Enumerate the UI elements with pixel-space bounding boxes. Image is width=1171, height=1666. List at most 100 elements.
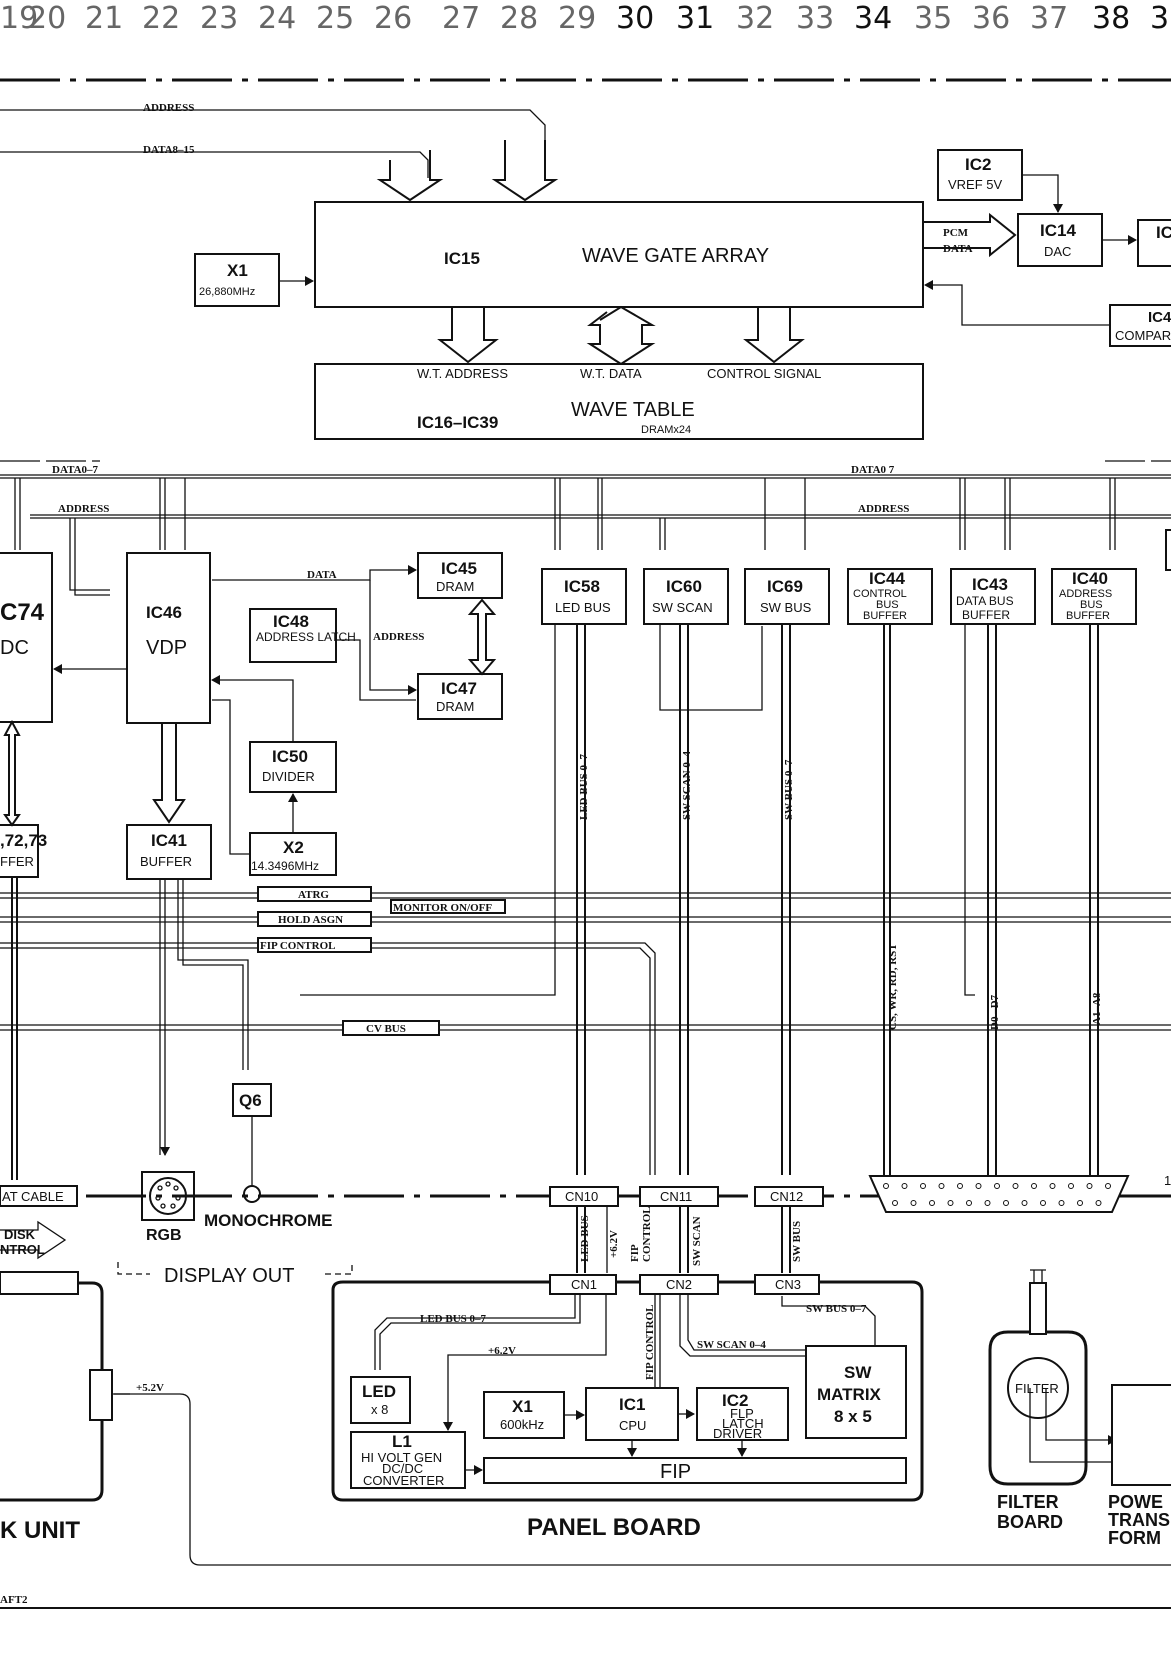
ruler-29: 29 [558,1,596,36]
dsub-pin [1095,1200,1102,1206]
dsub-pin [883,1183,889,1189]
ic74-id: C74 [0,599,45,626]
disk-label-2: NTROL [0,1242,45,1257]
sw-matrix-id: SW [844,1363,872,1382]
d-sub-connector[interactable] [868,1175,1130,1213]
pcm-label-1: PCM [943,227,969,239]
control-lines: ATRG MONITOR ON/OFF HOLD ASGN FIP CONTRO… [0,886,1171,1175]
q6-box [232,1083,272,1117]
ruler-33: 33 [796,1,834,36]
atrg-label: ATRG [298,889,329,901]
ic2-panel-id: IC2 [722,1391,748,1410]
monochrome-label: MONOCHROME [204,1211,332,1230]
dsub-pin [892,1200,898,1206]
comparator-sub: COMPAR [1115,328,1171,343]
ruler-37: 37 [1030,1,1068,36]
ruler-36: 36 [972,1,1010,36]
ic50-box [249,741,337,793]
address-bus-vertical [1089,624,1099,1175]
cn2-connector[interactable] [639,1274,719,1295]
ic58-sub: LED BUS [555,600,611,615]
cn3-connector[interactable] [754,1274,820,1295]
ic44-sub2: BUS [876,599,899,611]
cn1-connector[interactable] [549,1274,617,1295]
filter-board-title-2: BOARD [997,1512,1063,1532]
control-arrow [743,307,805,364]
fip-control-label: FIP CONTROL [260,940,335,952]
ic7173-box [0,824,39,878]
dsub-pin [1077,1200,1083,1206]
wavetable-id: IC16–IC39 [417,413,498,432]
dsub-pin [901,1183,908,1189]
x1-id: X1 [227,261,248,280]
ic2-panel-sub2: LATCH [722,1416,764,1431]
ruler-21: 21 [85,1,123,36]
ruler-22: 22 [142,1,180,36]
data07-label-right: DATA0 7 [851,464,895,476]
power-title-1: POWE [1108,1492,1163,1512]
ic47-id: IC47 [441,679,477,698]
comparator-id: IC4 [1148,309,1171,326]
sw-scan-panel-label: SW SCAN 0–4 [697,1339,766,1351]
ic48-id: IC48 [273,612,309,631]
address-bus-label: ADDRESS [143,102,194,114]
data-address-buses: DATA0–7 DATA0 7 ADDRESS ADDRESS [0,464,1171,596]
ic69-sub: SW BUS [760,600,812,615]
dsub-pin [1105,1183,1111,1189]
x1-panel-box [483,1391,565,1439]
ic41-box [126,824,212,880]
page-one-label: 1 [1164,1173,1171,1188]
ruler-27: 27 [442,1,480,36]
monochrome-jack[interactable] [243,1185,261,1203]
ic45-id: IC45 [441,559,477,578]
ruler-31: 31 [676,1,714,36]
dsub-pin [1040,1200,1046,1206]
monitor-tag [390,899,506,914]
filter-board-outline [988,1330,1088,1486]
ic40-id: IC40 [1072,569,1108,588]
led-id: LED [362,1382,396,1401]
ic74-box [0,552,53,723]
ic46-box [126,552,211,724]
wave-gate-section: ADDRESS DATA8–15 IC15 WAVE GATE ARRAY X1… [0,102,1171,440]
dsub-pin [994,1183,1000,1189]
ic46-sub: VDP [146,637,187,659]
k-unit-title: K UNIT [0,1517,80,1544]
ic44-sub1: CONTROL [853,588,907,600]
ruler-34: 34 [854,1,892,36]
wt-data-label: W.T. DATA [580,366,642,381]
ic2-id: IC2 [965,155,991,174]
ic43-sub1: DATA BUS [956,594,1014,608]
dsub-pin [1058,1200,1065,1206]
ic40-sub3: BUFFER [1066,610,1110,622]
wavetable-sub: DRAMx24 [641,424,691,436]
led-bus-panel-label: LED BUS 0–7 [420,1313,487,1325]
ic58-id: IC58 [564,577,600,596]
address-label-left: ADDRESS [58,503,109,515]
ic69-box [744,568,830,625]
ic45-box [417,552,503,599]
cn2-label: CN2 [666,1277,692,1292]
ic15-id: IC15 [444,249,480,268]
data-bus-vertical [987,624,997,1175]
ic7173-id: ,72,73 [0,831,47,850]
ruler-24: 24 [258,1,296,36]
ic43-sub2: BUFFER [962,608,1010,622]
data07-label-left: DATA0–7 [52,464,99,476]
address-in-arrow [491,140,559,202]
ic60-sub: SW SCAN [652,600,713,615]
d0d7-label: D0 –D7 [989,994,1001,1030]
cn12-label: CN12 [770,1189,803,1204]
led-box [350,1376,411,1424]
cn10-label: CN10 [565,1189,598,1204]
dsub-pin [947,1200,954,1206]
ic74-sub: DC [0,637,29,659]
ic43-box [950,568,1036,625]
cn-fip-label-2: CONTROL [641,1206,653,1262]
column-ruler: 19 20 21 22 23 24 25 26 27 28 29 30 31 3… [0,1,1171,36]
wavetable-box [314,363,924,440]
atrg-tag [257,886,372,902]
cn3-label: CN3 [775,1277,801,1292]
filter-power: FILTER FILTER BOARD POWE TRANS FORM [988,1269,1171,1548]
